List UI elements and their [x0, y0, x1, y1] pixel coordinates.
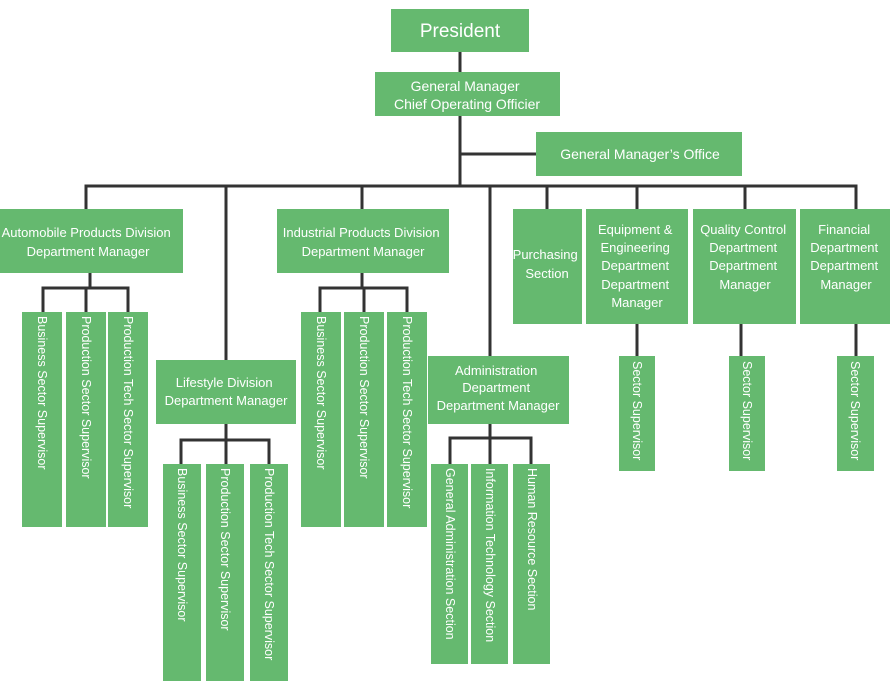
automobile-division-label: Automobile Products Division Department … — [2, 225, 175, 259]
gm-office-box — [536, 132, 742, 176]
industrial-division-node: Industrial Products Division Department … — [277, 209, 449, 273]
quality-sector-supervisor-box — [729, 356, 765, 471]
administration-line-1: Administration — [455, 363, 537, 378]
equipment-engineering-label: Equipment & Engineering Department Depar… — [598, 222, 676, 310]
automobile-sectors: Business Sector Supervisor Production Se… — [22, 312, 148, 527]
general-manager-node: General Manager Chief Operating Officier — [375, 72, 560, 116]
financial-line-1: Financial — [818, 222, 870, 237]
life-production-tech-sector-label: Production Tech Sector Supervisor — [262, 468, 276, 660]
purchasing-line-1: Purchasing — [513, 247, 578, 262]
information-technology-section-label: Information Technology Section — [483, 468, 497, 642]
financial-sector-supervisor-box — [837, 356, 874, 471]
industrial-division-line-1: Industrial Products Division — [283, 225, 440, 240]
lifestyle-division-line-2: Department Manager — [165, 393, 289, 408]
equipment-line-3: Department — [601, 258, 669, 273]
auto-production-tech-sector-box — [108, 312, 148, 527]
equipment-line-4: Department — [601, 277, 669, 292]
automobile-division-box — [0, 209, 183, 273]
ind-production-tech-sector-label: Production Tech Sector Supervisor — [400, 316, 414, 508]
general-manager-line-2: Chief Operating Officier — [394, 96, 540, 112]
auto-production-tech-sector-label: Production Tech Sector Supervisor — [121, 316, 135, 508]
purchasing-label: Purchasing Section — [513, 247, 582, 281]
general-manager-label: General Manager Chief Operating Officier — [394, 78, 540, 112]
auto-production-sector-label: Production Sector Supervisor — [79, 316, 93, 479]
life-business-sector-box — [163, 464, 201, 681]
administration-line-2: Department — [462, 380, 530, 395]
auto-business-sector-box — [22, 312, 62, 527]
ind-business-sector-box — [301, 312, 341, 527]
ind-production-sector-box — [344, 312, 384, 527]
automobile-division-line-2: Department Manager — [27, 244, 151, 259]
department-supervisors: Sector Supervisor Sector Supervisor Sect… — [619, 356, 874, 471]
equipment-line-2: Engineering — [600, 240, 669, 255]
ind-production-tech-sector-box — [387, 312, 427, 527]
industrial-division-box — [277, 209, 449, 273]
purchasing-node: Purchasing Section — [513, 209, 582, 324]
quality-line-3: Department — [709, 258, 777, 273]
financial-line-2: Department — [810, 240, 878, 255]
connector-lines — [41, 50, 858, 466]
financial-line-4: Manager — [820, 277, 872, 292]
purchasing-line-2: Section — [525, 266, 568, 281]
financial-label: Financial Department Department Manager — [810, 222, 882, 292]
ind-business-sector-label: Business Sector Supervisor — [314, 316, 328, 470]
quality-line-2: Department — [709, 240, 777, 255]
quality-control-node: Quality Control Department Department Ma… — [693, 209, 796, 324]
lifestyle-division-box — [156, 360, 296, 424]
quality-control-label: Quality Control Department Department Ma… — [700, 222, 790, 292]
administration-line-3: Department Manager — [437, 398, 561, 413]
quality-line-4: Manager — [719, 277, 771, 292]
life-production-sector-box — [206, 464, 244, 681]
human-resource-section-label: Human Resource Section — [525, 468, 539, 610]
gm-office-label: General Manager’s Office — [560, 146, 720, 162]
equipment-engineering-box — [586, 209, 688, 324]
financial-line-3: Department — [810, 258, 878, 273]
president-node: President — [391, 9, 529, 52]
quality-control-box — [693, 209, 796, 324]
ind-production-sector-label: Production Sector Supervisor — [357, 316, 371, 479]
president-box — [391, 9, 529, 52]
life-business-sector-label: Business Sector Supervisor — [175, 468, 189, 622]
lifestyle-sectors: Business Sector Supervisor Production Se… — [163, 464, 288, 681]
financial-box — [800, 209, 890, 324]
administration-label: Administration Department Department Man… — [437, 363, 561, 413]
financial-sector-supervisor-label: Sector Supervisor — [848, 361, 862, 460]
administration-node: Administration Department Department Man… — [428, 356, 569, 424]
general-administration-section-box — [431, 464, 468, 664]
administration-sections: General Administration Section Informati… — [431, 464, 550, 664]
information-technology-section-box — [471, 464, 508, 664]
president-label: President — [420, 21, 501, 42]
purchasing-box — [513, 209, 582, 324]
gm-office-node: General Manager’s Office — [536, 132, 742, 176]
life-production-tech-sector-box — [250, 464, 288, 681]
equipment-line-5: Manager — [611, 295, 663, 310]
general-manager-line-1: General Manager — [411, 78, 520, 94]
automobile-division-node: Automobile Products Division Department … — [0, 209, 183, 273]
equipment-line-1: Equipment & — [598, 222, 673, 237]
lifestyle-division-label: Lifestyle Division Department Manager — [165, 375, 289, 408]
financial-node: Financial Department Department Manager — [800, 209, 890, 324]
quality-line-1: Quality Control — [700, 222, 786, 237]
auto-production-sector-box — [66, 312, 106, 527]
human-resource-section-box — [513, 464, 550, 664]
general-manager-box — [375, 72, 560, 116]
lifestyle-division-line-1: Lifestyle Division — [176, 375, 273, 390]
auto-business-sector-label: Business Sector Supervisor — [35, 316, 49, 470]
administration-box — [428, 356, 569, 424]
automobile-division-line-1: Automobile Products Division — [2, 225, 171, 240]
equipment-sector-supervisor-label: Sector Supervisor — [630, 361, 644, 460]
general-administration-section-label: General Administration Section — [443, 468, 457, 640]
life-production-sector-label: Production Sector Supervisor — [218, 468, 232, 631]
equipment-sector-supervisor-box — [619, 356, 655, 471]
industrial-division-line-2: Department Manager — [302, 244, 426, 259]
industrial-division-label: Industrial Products Division Department … — [283, 225, 443, 259]
quality-sector-supervisor-label: Sector Supervisor — [740, 361, 754, 460]
industrial-sectors: Business Sector Supervisor Production Se… — [301, 312, 427, 527]
equipment-engineering-node: Equipment & Engineering Department Depar… — [586, 209, 688, 324]
lifestyle-division-node: Lifestyle Division Department Manager — [156, 360, 296, 424]
